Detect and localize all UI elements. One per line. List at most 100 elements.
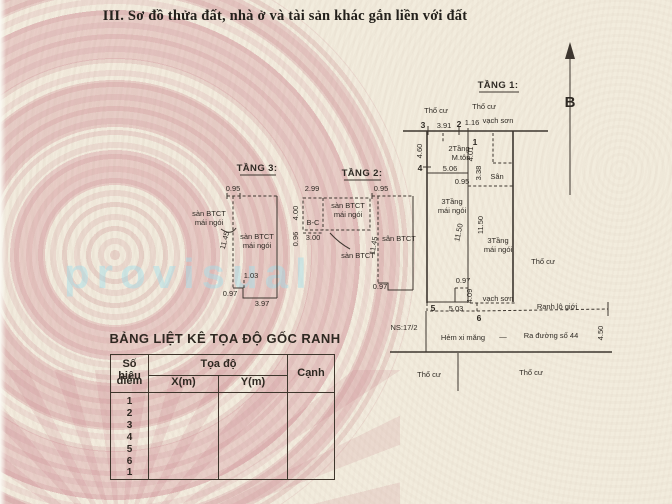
col-x: X(m) <box>171 376 196 388</box>
floor2-roof-label-2: mái ngói <box>334 210 363 219</box>
table-row: 6 <box>126 456 133 467</box>
floor1-tho-cu-bottom-right: Thổ cư <box>519 368 543 377</box>
floor1-dim-2-1: 1.16 <box>465 118 480 127</box>
floor2-floor-label: sàn BTCT <box>341 251 375 260</box>
floor3-dim-height: 11.45 <box>218 230 231 250</box>
floor1-dim-house2: 5.06 <box>443 164 458 173</box>
floor1-dim-097: 0.97 <box>456 276 471 285</box>
floor1-ranh-dashes <box>426 303 609 312</box>
floor3-box-dashed-edges <box>227 195 277 288</box>
floor2-header: TẦNG 2: <box>342 168 383 179</box>
floor3-plan: TẦNG 3: 0.95 sàn BTCT mái ngói 11.45 sàn… <box>192 163 278 308</box>
coord-table: Số hiệu điểm Tọa độ X(m) Y(m) Cạnh 1 2 3… <box>110 354 335 480</box>
floor2-leader-arrow <box>329 232 351 250</box>
table-hline-header <box>111 392 334 393</box>
floor1-san-dashes <box>468 133 513 187</box>
table-hline-coord <box>149 375 288 376</box>
floor1-ranh-lo-gioi: Ranh lộ giới <box>537 302 578 311</box>
col-y: Y(m) <box>240 376 266 388</box>
scan-edge <box>0 0 6 504</box>
floor3-inside-label-1: sàn BTCT <box>240 232 274 241</box>
floor3-outside-label-1: sàn BTCT <box>192 209 226 218</box>
floor1-dim-height-b: 11.50 <box>476 216 485 234</box>
floor1-pt6: 6 <box>477 313 482 323</box>
floor2-dim-top-left: 2.99 <box>305 184 320 193</box>
floor1-dim-height-a: 11.50 <box>452 223 465 243</box>
floor1-dim-alley: 4.50 <box>596 326 605 341</box>
floor2-dim-top-right: 0.95 <box>374 184 389 193</box>
floor1-house3a-line1: 3Tầng <box>441 197 462 206</box>
floor1-pt3: 3 <box>421 120 426 130</box>
north-arrow: B <box>565 42 576 195</box>
floor1-hem-label: Hẻm xi măng <box>441 333 485 342</box>
floor1-house2-line2: M.tôn <box>452 153 471 162</box>
floor1-dim-409: 4.09 <box>465 289 474 304</box>
floor2-dim-bottom-inner: 3.00 <box>306 233 321 242</box>
floor1-tho-cu-top-right: Thổ cư <box>472 102 496 111</box>
floor1-dim-right-upper: 4.01 <box>466 147 475 162</box>
table-row: 1 <box>126 396 133 407</box>
floor2-dim-left-upper: 4.00 <box>291 206 300 221</box>
floor1-pt5: 5 <box>431 303 436 313</box>
table-row: 5 <box>126 444 133 455</box>
floor2-roof-label-1: sàn BTCT <box>331 201 365 210</box>
floor1-house3b-line1: 3Tầng <box>487 236 508 245</box>
floor2-plan: TẦNG 2: 2.99 sàn BTCT mái ngói B-C 4.00 … <box>291 168 416 291</box>
floor3-header: TẦNG 3: <box>237 163 278 174</box>
guilloche-pattern <box>0 0 415 504</box>
col-point-line1: Số hiệu <box>118 358 141 382</box>
floor1-bottom-step <box>427 288 468 303</box>
floor3-leader-arrow <box>220 227 237 233</box>
floor3-dim-bottom-left: 0.97 <box>223 289 238 298</box>
floor1-dim-3-2: 3.91 <box>437 121 452 130</box>
floor1-house3a-line2: mái ngói <box>438 206 467 215</box>
floor1-san-label: Sân <box>490 172 503 181</box>
north-label: B <box>565 94 576 111</box>
floor1-tho-cu-top-left: Thổ cư <box>424 106 448 115</box>
table-vline-2 <box>218 375 219 479</box>
floor1-house2-line1: 2Tầng <box>448 144 469 153</box>
floor1-dim-095: 0.95 <box>455 177 470 186</box>
floor3-dim-top: 0.95 <box>226 184 241 193</box>
floor2-yard-dashed-edges <box>372 195 413 283</box>
floor2-yard-label: sân BTCT <box>382 234 416 243</box>
table-vline-1 <box>148 355 149 479</box>
table-row: 1 <box>126 467 133 478</box>
floor2-yard-solid-edges <box>378 196 414 291</box>
floor3-box-solid-edges <box>233 196 278 299</box>
floor3-outside-label-2: mái ngói <box>195 218 224 227</box>
col-coord: Tọa độ <box>200 358 237 370</box>
floor1-plan: TẦNG 1: Thổ cư Thổ cư vạch sơn 3 3.91 2 … <box>390 80 612 391</box>
col-point-line2: điểm <box>116 375 143 387</box>
floor1-vach-son-bottom: vạch sơn <box>483 294 514 303</box>
floor2-dim-left-lower: 0.96 <box>291 232 300 247</box>
floor1-dim-right-mid: 3.38 <box>474 166 483 181</box>
table-row: 2 <box>126 408 133 419</box>
page-title: III. Sơ đồ thửa đất, nhà ở và tài sản kh… <box>102 8 468 24</box>
table-vline-3 <box>287 355 288 479</box>
coord-table-title: BẢNG LIỆT KÊ TỌA ĐỘ GỐC RANH <box>109 331 341 346</box>
floor1-tho-cu-bottom-left: Thổ cư <box>417 370 441 379</box>
floor3-dim-bottom: 3.97 <box>255 299 270 308</box>
floor3-dim-inner: 1.03 <box>244 271 259 280</box>
floor1-pt4: 4 <box>418 163 423 173</box>
floor1-pt2: 2 <box>457 119 462 129</box>
table-row: 4 <box>126 432 133 443</box>
floor3-inside-label-2: mái ngói <box>243 241 272 250</box>
floor2-dim-right-height: 11.45 <box>368 236 380 256</box>
floor1-dim-left: 4.60 <box>415 144 424 159</box>
watermark-text: provisual <box>64 250 314 297</box>
floor1-ra-duong-label: Ra đường số 44 <box>524 331 579 340</box>
north-arrow-head <box>565 42 575 59</box>
floor1-house3b-line2: mái ngói <box>484 245 513 254</box>
floor1-header: TẦNG 1: <box>478 80 519 91</box>
table-row: 3 <box>126 420 133 431</box>
floor1-dim-503: 5.03 <box>449 304 464 313</box>
floor2-dim-bottom-right: 0.97 <box>373 282 388 291</box>
floor1-dash-label: — <box>499 332 507 341</box>
floor1-ns-label: NS:17/2 <box>390 323 417 332</box>
floor1-vach-son-top: vạch sơn <box>483 116 514 125</box>
floor1-tho-cu-right: Thổ cư <box>531 257 555 266</box>
